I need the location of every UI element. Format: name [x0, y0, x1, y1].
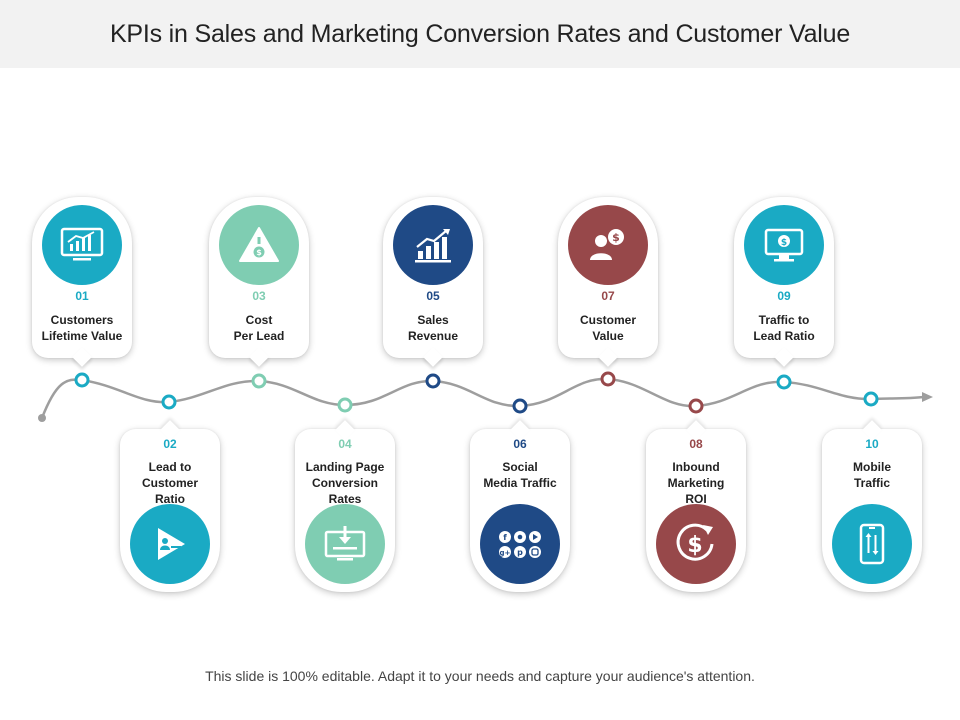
mobile-transfer-icon: [859, 523, 885, 565]
kpi-card-02: 02 Lead to Customer Ratio: [120, 420, 220, 592]
social-media-icon: f g+ p: [499, 531, 541, 558]
title-bar: KPIs in Sales and Marketing Conversion R…: [0, 0, 960, 68]
icon-circle: $: [568, 205, 648, 285]
kpi-number: 05: [426, 289, 440, 303]
kpi-card-05: 05 Sales Revenue: [383, 197, 483, 367]
icon-circle: [305, 504, 385, 584]
play-funnel-icon: [158, 528, 185, 560]
kpi-number: 08: [689, 437, 703, 451]
kpi-label: Inbound Marketing ROI: [667, 460, 725, 506]
timeline-node-04: [337, 397, 353, 413]
timeline-node-01: [74, 372, 90, 388]
kpi-number: 07: [601, 289, 615, 303]
landing-page-icon: [324, 526, 366, 561]
kpi-number: 04: [338, 437, 352, 451]
timeline-node-05: [425, 373, 441, 389]
kpi-card-10: 10 Mobile Traffic: [822, 420, 922, 592]
kpi-label: Lead to Customer Ratio: [141, 460, 198, 506]
kpi-label: Mobile Traffic: [853, 460, 891, 490]
kpi-number: 03: [252, 289, 266, 303]
svg-text:$: $: [256, 248, 262, 257]
kpi-number: 09: [777, 289, 791, 303]
timeline-start-dot: [38, 414, 46, 422]
icon-circle: $: [744, 205, 824, 285]
kpi-number: 10: [865, 437, 879, 451]
kpi-label: Sales Revenue: [407, 313, 459, 343]
kpi-label: Social Media Traffic: [483, 460, 557, 490]
timeline-node-07: [600, 371, 616, 387]
kpi-card-04: 04 Landing Page Conversion Rates: [295, 420, 395, 592]
icon-circle: $: [656, 504, 736, 584]
kpi-number: 06: [513, 437, 527, 451]
kpi-label: Cost Per Lead: [233, 313, 285, 343]
dollar-cycle-icon: $: [676, 523, 714, 561]
timeline-node-09: [776, 374, 792, 390]
icon-circle: f g+ p: [480, 504, 560, 584]
kpi-label: Landing Page Conversion Rates: [305, 460, 385, 506]
timeline-node-02: [161, 394, 177, 410]
money-warning-icon: $: [239, 227, 279, 262]
footer-note: This slide is 100% editable. Adapt it to…: [205, 668, 755, 684]
icon-circle: [130, 504, 210, 584]
icon-circle: [832, 504, 912, 584]
svg-text:$: $: [612, 231, 620, 244]
kpi-card-01: 01 Customers Lifetime Value: [32, 197, 132, 367]
timeline-node-03: [251, 373, 267, 389]
kpi-card-07: $ 07 Customer Value: [558, 197, 658, 367]
timeline-node-10: [863, 391, 879, 407]
svg-text:p: p: [517, 548, 523, 557]
page-title: KPIs in Sales and Marketing Conversion R…: [109, 19, 851, 48]
timeline-node-08: [688, 398, 704, 414]
icon-circle: $: [219, 205, 299, 285]
kpi-card-03: $ 03 Cost Per Lead: [209, 197, 309, 367]
svg-text:$: $: [687, 533, 702, 558]
svg-text:f: f: [503, 533, 507, 542]
kpi-number: 01: [75, 289, 89, 303]
kpi-card-08: 08 Inbound Marketing ROI $: [646, 420, 746, 592]
kpi-card-09: $ 09 Traffic to Lead Ratio: [734, 197, 834, 367]
kpi-label: Traffic to Lead Ratio: [753, 313, 815, 343]
monitor-dollar-icon: $: [764, 228, 804, 262]
timeline-node-06: [512, 398, 528, 414]
timeline-arrow-icon: [922, 392, 933, 402]
kpi-label: Customer Value: [579, 313, 636, 343]
svg-text:$: $: [781, 238, 787, 248]
kpi-card-06: 06 Social Media Traffic f g+ p: [470, 420, 570, 592]
icon-circle: [42, 205, 122, 285]
icon-circle: [393, 205, 473, 285]
svg-text:g+: g+: [500, 549, 511, 557]
growth-chart-icon: [415, 229, 451, 263]
kpi-number: 02: [163, 437, 177, 451]
customer-dollar-icon: $: [590, 229, 624, 260]
kpi-label: Customers Lifetime Value: [41, 313, 123, 343]
monitor-chart-icon: [60, 227, 104, 261]
